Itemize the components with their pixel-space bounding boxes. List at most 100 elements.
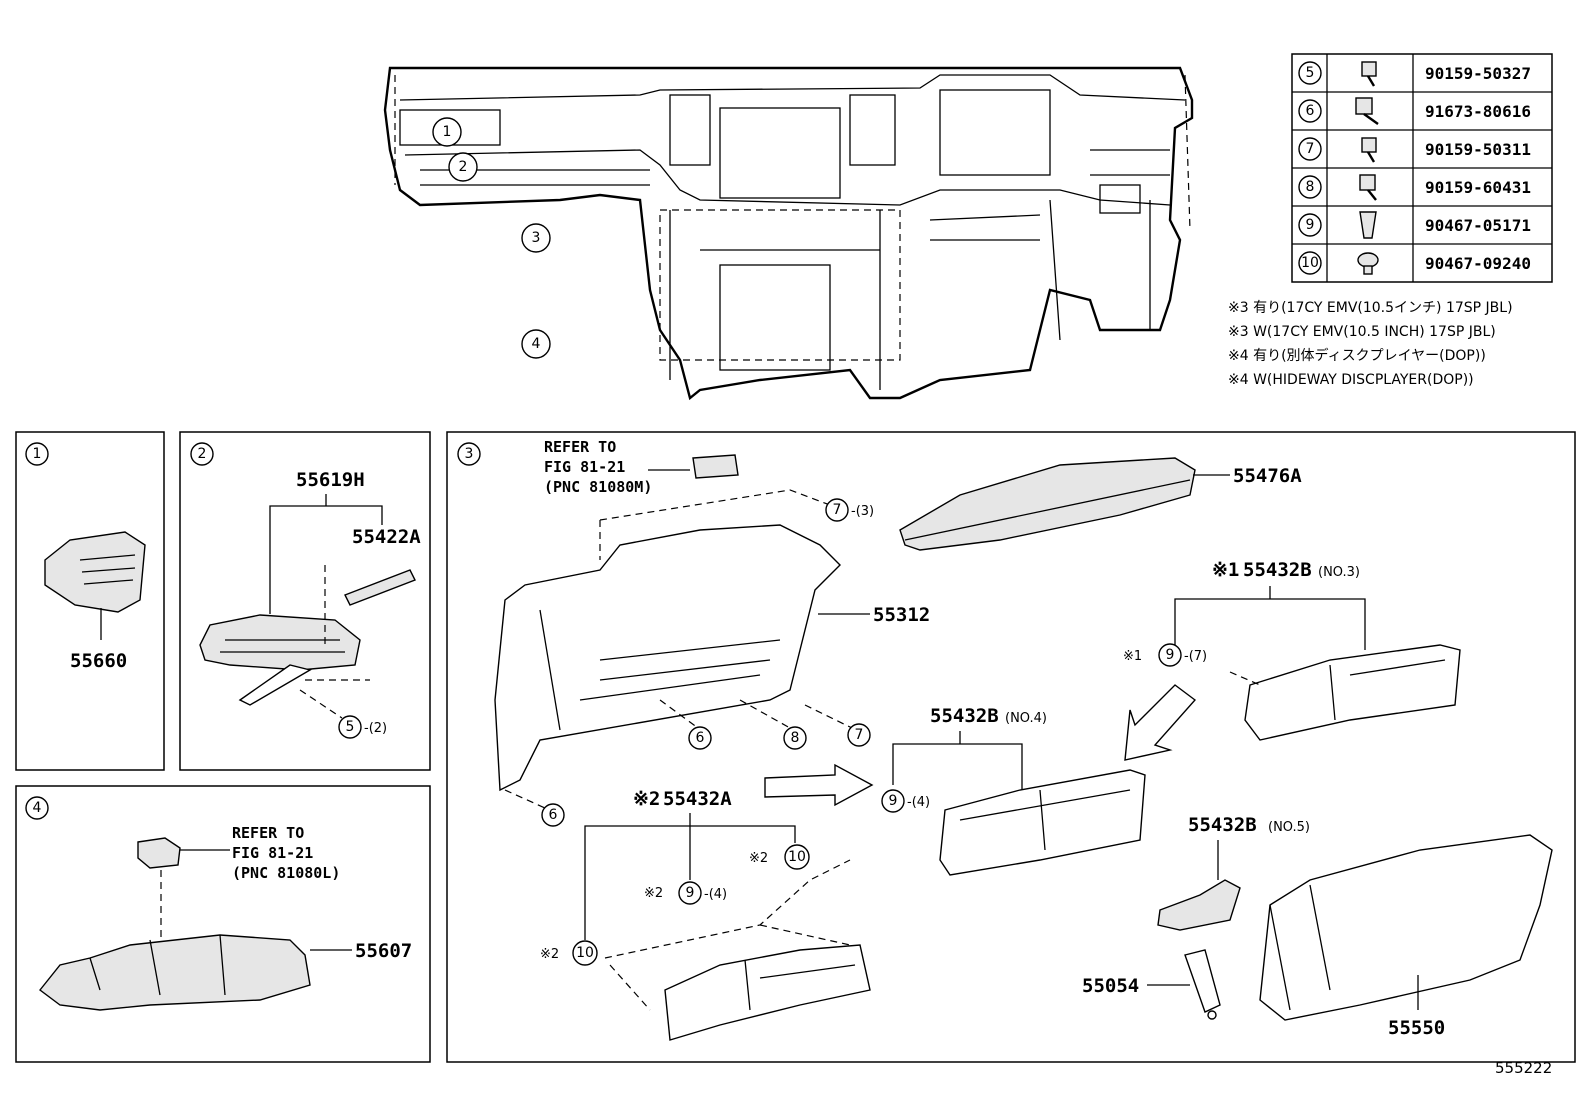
svg-text:※2: ※2 xyxy=(540,947,559,962)
svg-text:5: 5 xyxy=(1306,65,1315,81)
page-code: 555222 xyxy=(1495,1059,1552,1077)
svg-text:8: 8 xyxy=(791,730,800,746)
svg-text:6: 6 xyxy=(696,730,705,746)
notes: ※3 有り(17CY EMV(10.5インチ) 17SP JBL) ※3 W(1… xyxy=(1228,300,1513,388)
fastener-row: 7 90159-50311 xyxy=(1298,137,1531,163)
svg-text:55550: 55550 xyxy=(1388,1017,1445,1039)
svg-text:55660: 55660 xyxy=(70,650,127,672)
svg-text:90159-50311: 90159-50311 xyxy=(1425,140,1531,159)
connector-part xyxy=(137,837,181,869)
panel-1: 1 55660 xyxy=(15,431,165,771)
fastener-row: 10 90467-09240 xyxy=(1298,251,1531,275)
lower-tray-part xyxy=(664,944,871,1041)
svg-text:4: 4 xyxy=(532,336,541,352)
bolt-icon xyxy=(1361,61,1377,87)
svg-text:※3 W(17CY EMV(10.5 INCH) 17SP: ※3 W(17CY EMV(10.5 INCH) 17SP JBL) xyxy=(1228,324,1496,340)
overview-callout-4: 4 xyxy=(521,329,551,359)
svg-text:55607: 55607 xyxy=(355,940,412,962)
svg-text:-(7): -(7) xyxy=(1184,649,1207,664)
svg-text:55432B: 55432B xyxy=(1188,814,1257,836)
svg-text:-(2): -(2) xyxy=(364,721,387,736)
svg-text:3: 3 xyxy=(465,446,474,462)
lower-cover-part xyxy=(39,934,311,1011)
panel-2: 2 55619H 55422A 5 -(2) xyxy=(179,431,431,771)
svg-text:FIG 81-21: FIG 81-21 xyxy=(544,458,625,476)
svg-text:10: 10 xyxy=(1301,255,1319,271)
fastener-row: 9 90467-05171 xyxy=(1298,211,1531,239)
connector-part xyxy=(692,454,739,479)
svg-text:55432B: 55432B xyxy=(1243,559,1312,581)
svg-text:REFER TO: REFER TO xyxy=(232,824,304,842)
svg-text:※1: ※1 xyxy=(1123,649,1142,664)
svg-text:8: 8 xyxy=(1306,179,1315,195)
svg-text:(NO.3): (NO.3) xyxy=(1318,565,1360,580)
stopper-part xyxy=(1184,949,1221,1020)
bolt-icon xyxy=(1359,174,1377,201)
svg-text:1: 1 xyxy=(33,446,42,462)
svg-text:※2: ※2 xyxy=(633,788,660,810)
svg-text:9: 9 xyxy=(1306,217,1315,233)
svg-text:6: 6 xyxy=(1306,103,1315,119)
svg-text:FIG 81-21: FIG 81-21 xyxy=(232,844,313,862)
svg-text:9: 9 xyxy=(889,793,898,809)
panel-4: 4 REFER TO FIG 81-21 (PNC 81080L) 55607 xyxy=(15,785,431,1063)
arrow-icon xyxy=(764,763,874,807)
svg-text:(NO.5): (NO.5) xyxy=(1268,820,1310,835)
svg-text:-(4): -(4) xyxy=(704,887,727,902)
svg-text:90467-09240: 90467-09240 xyxy=(1425,254,1531,273)
svg-text:90467-05171: 90467-05171 xyxy=(1425,216,1531,235)
svg-text:90159-60431: 90159-60431 xyxy=(1425,178,1531,197)
overview-callout-3: 3 xyxy=(521,223,551,253)
svg-text:※4 W(HIDEWAY DISCPLAYER(DOP)): ※4 W(HIDEWAY DISCPLAYER(DOP)) xyxy=(1228,372,1474,388)
svg-text:5: 5 xyxy=(346,719,355,735)
svg-text:-(3): -(3) xyxy=(851,504,874,519)
svg-text:55476A: 55476A xyxy=(1233,465,1302,487)
clip-bracket-part xyxy=(1157,879,1241,931)
arrow-icon xyxy=(1124,684,1197,761)
clip-icon xyxy=(1359,211,1377,239)
svg-text:3: 3 xyxy=(532,230,541,246)
svg-text:55054: 55054 xyxy=(1082,975,1139,997)
svg-text:55422A: 55422A xyxy=(352,526,421,548)
svg-text:90159-50327: 90159-50327 xyxy=(1425,64,1531,83)
svg-text:7: 7 xyxy=(855,727,864,743)
screw-icon xyxy=(1361,137,1377,163)
vent-panel-part xyxy=(199,614,361,706)
svg-text:7: 7 xyxy=(1306,141,1315,157)
svg-text:(PNC 81080L): (PNC 81080L) xyxy=(232,864,340,882)
svg-text:55619H: 55619H xyxy=(296,469,365,491)
svg-text:※3 有り(17CY EMV(10.5インチ) 17SP J: ※3 有り(17CY EMV(10.5インチ) 17SP JBL) xyxy=(1228,300,1513,316)
svg-text:9: 9 xyxy=(1166,647,1175,663)
svg-text:2: 2 xyxy=(459,159,468,175)
svg-text:REFER TO: REFER TO xyxy=(544,438,616,456)
svg-text:4: 4 xyxy=(33,800,42,816)
svg-text:※4 有り(別体ディスクプレイヤー(DOP)): ※4 有り(別体ディスクプレイヤー(DOP)) xyxy=(1228,347,1486,364)
svg-text:(PNC 81080M): (PNC 81080M) xyxy=(544,478,652,496)
svg-text:※2: ※2 xyxy=(749,851,768,866)
air-vent-part xyxy=(44,531,146,613)
svg-text:※1: ※1 xyxy=(1212,559,1239,581)
fastener-row: 8 90159-60431 xyxy=(1298,174,1531,201)
bolt-icon xyxy=(1355,97,1379,125)
svg-text:2: 2 xyxy=(198,446,207,462)
glovebox-frame-part xyxy=(494,489,841,792)
fastener-row: 6 91673-80616 xyxy=(1298,97,1531,125)
svg-text:55432B: 55432B xyxy=(930,705,999,727)
svg-text:7: 7 xyxy=(833,502,842,518)
svg-text:(NO.4): (NO.4) xyxy=(1005,711,1047,726)
panel-3: 3 REFER TO FIG 81-21 (PNC 81080M) 55312 … xyxy=(446,431,1576,1063)
fastener-row: 5 90159-50327 xyxy=(1298,61,1531,87)
upper-pad-part xyxy=(899,457,1196,551)
overview-callout-1: 1 xyxy=(432,117,462,147)
svg-text:55312: 55312 xyxy=(873,604,930,626)
svg-text:9: 9 xyxy=(686,885,695,901)
overview-callout-2: 2 xyxy=(448,152,478,182)
svg-text:10: 10 xyxy=(576,945,594,961)
dashboard-overview xyxy=(383,66,1194,401)
clip-icon xyxy=(1357,252,1379,275)
svg-text:-(4): -(4) xyxy=(907,795,930,810)
svg-text:10: 10 xyxy=(788,849,806,865)
svg-text:1: 1 xyxy=(443,124,452,140)
bracket-part xyxy=(1244,644,1461,741)
